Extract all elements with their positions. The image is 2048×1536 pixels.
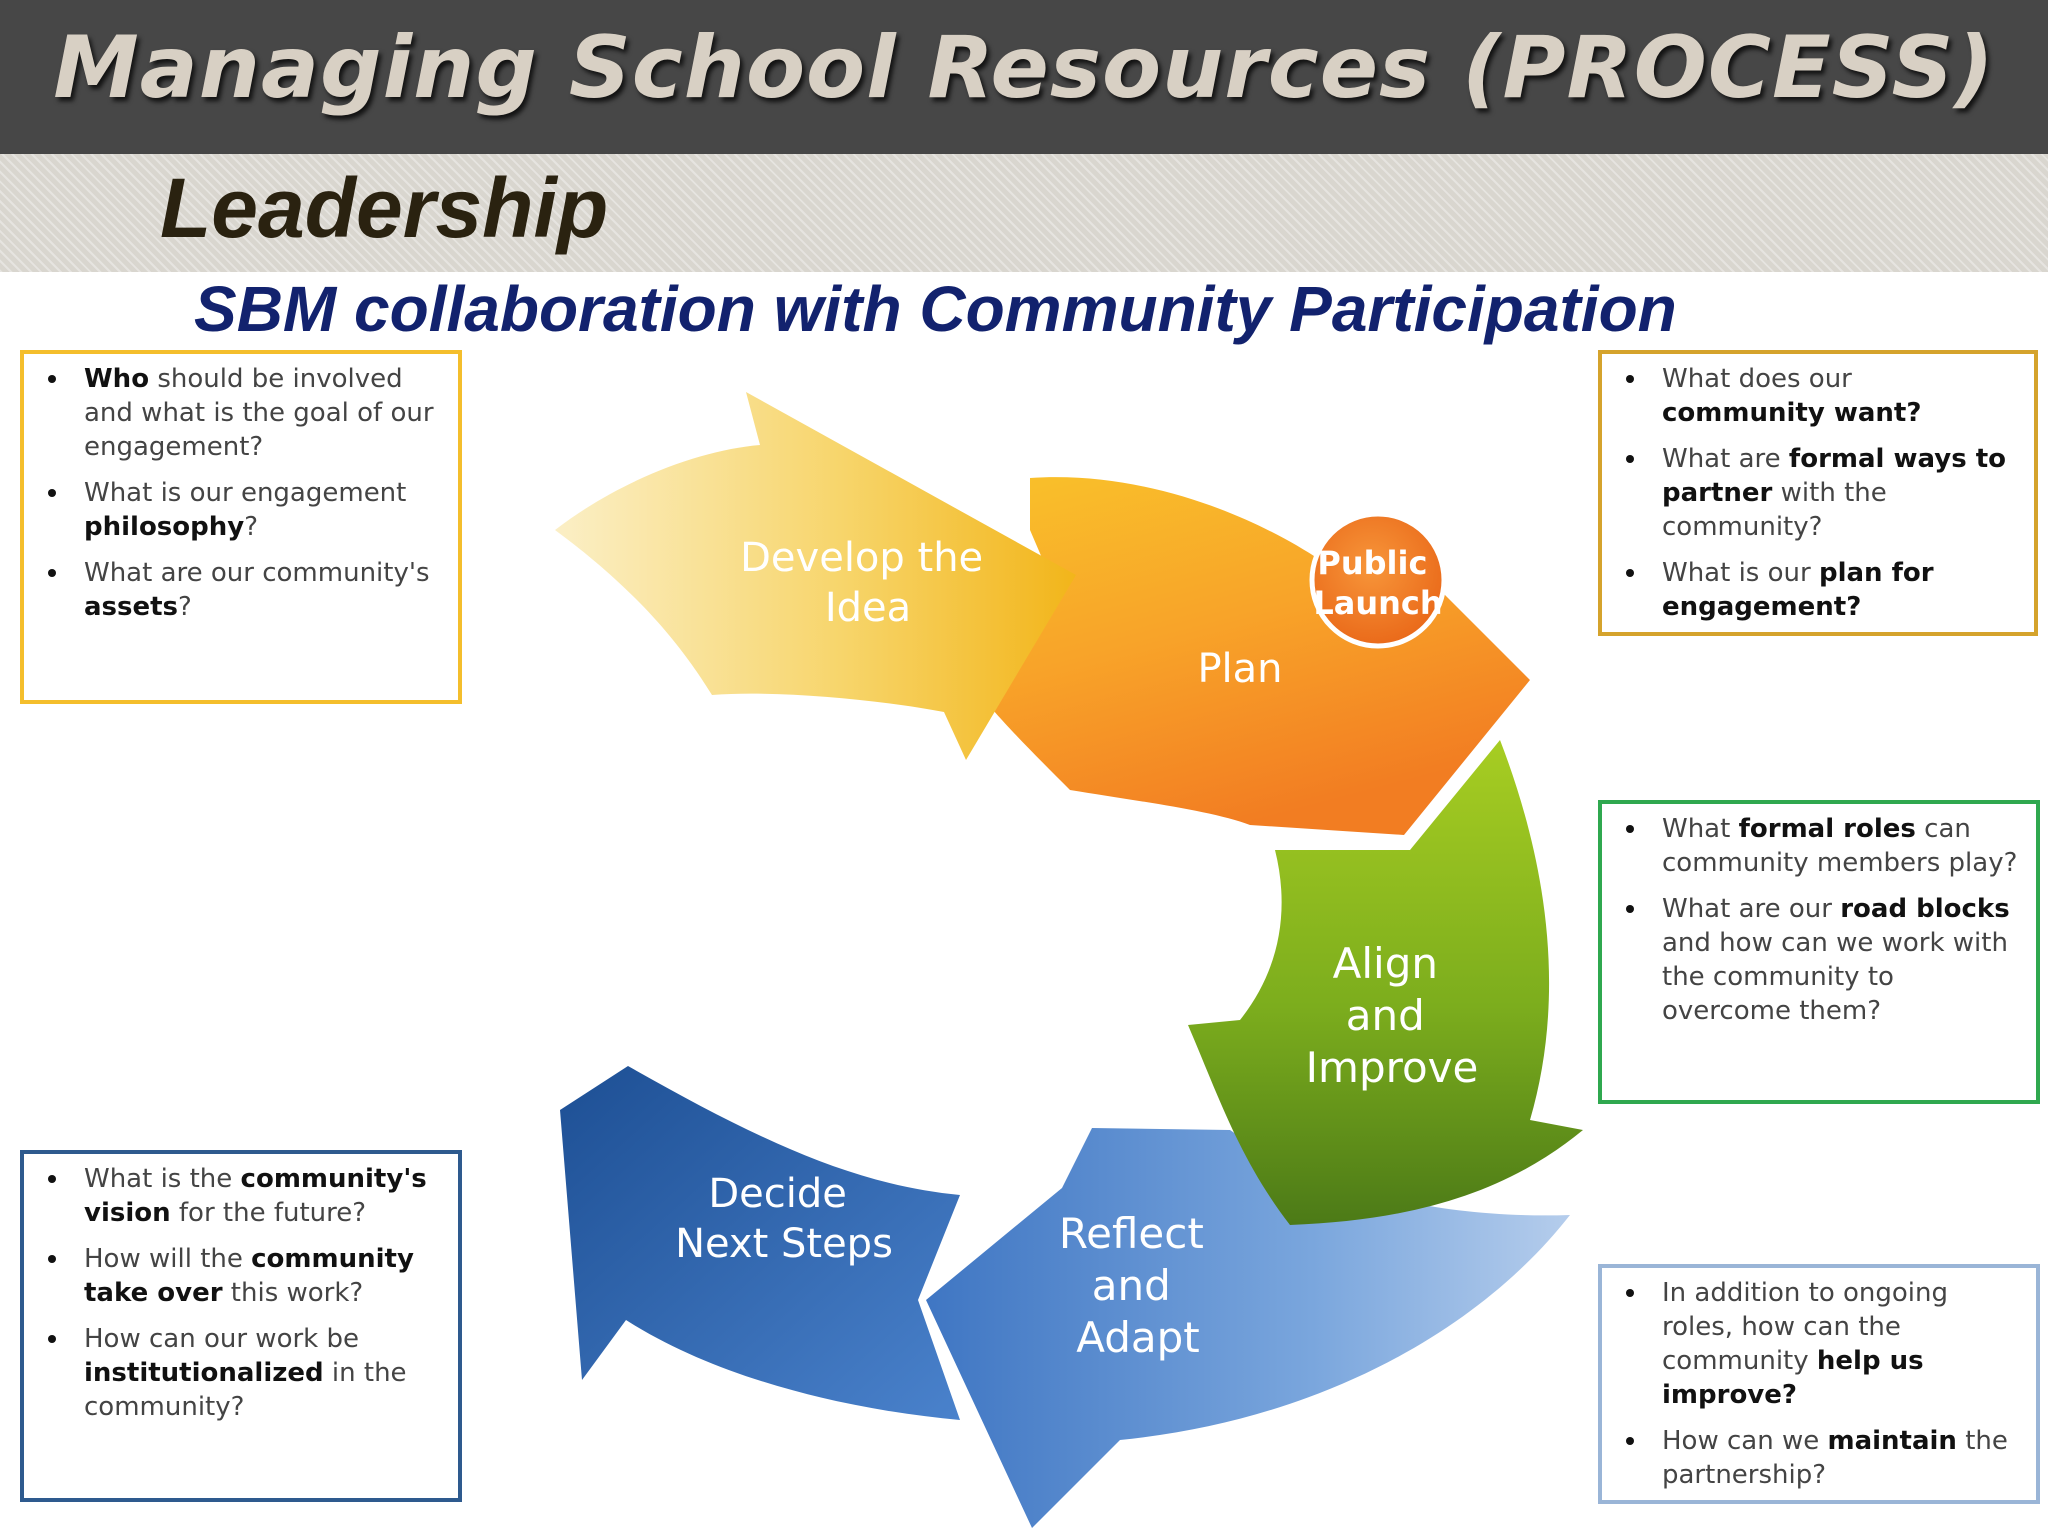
align-improve-arrow [1188,740,1583,1225]
question-item: What is the community's vision for the f… [36,1162,446,1230]
develop-questions-box: Who should be involved and what is the g… [20,350,462,704]
question-emphasis: maintain [1827,1426,1957,1456]
align-question-list: What formal roles can community members … [1614,812,2024,1028]
align-improve-label: Align and Improve [1306,939,1479,1092]
question-item: What are our community's assets? [36,556,446,624]
decide-next-steps-label: Decide Next Steps [675,1171,893,1267]
question-emphasis: road blocks [1840,894,2010,924]
question-emphasis: formal roles [1738,814,1916,844]
reflect-adapt-label: Reflect and Adapt [1059,1209,1217,1362]
question-emphasis: community want? [1662,398,1922,428]
question-item: What are our road blocks and how can we … [1614,892,2024,1028]
question-item: What is our engagement philosophy? [36,476,446,544]
develop-question-list: Who should be involved and what is the g… [36,362,446,624]
develop-idea-arrow [555,392,1076,760]
decide-question-list: What is the community's vision for the f… [36,1162,446,1424]
decide-next-steps-arrow [560,1066,960,1420]
question-item: How can our work be institutionalized in… [36,1322,446,1424]
public-launch-circle [1309,511,1447,649]
decide-questions-box: What is the community's vision for the f… [20,1150,462,1502]
question-emphasis: philosophy [84,512,245,542]
question-emphasis: community's vision [84,1164,427,1228]
question-item: What formal roles can community members … [1614,812,2024,880]
question-item: What does our community want? [1614,362,2022,430]
develop-idea-label: Develop the Idea [740,535,996,631]
slide-title: Managing School Resources (PROCESS) [53,18,1995,118]
plan-question-list: What does our community want? What are fo… [1614,362,2022,624]
question-item: In addition to ongoing roles, how can th… [1614,1276,2024,1412]
reflect-question-list: In addition to ongoing roles, how can th… [1614,1276,2024,1492]
question-emphasis: assets [84,592,179,622]
question-emphasis: institutionalized [84,1358,324,1388]
question-emphasis: help us improve? [1662,1346,1924,1410]
reflect-questions-box: In addition to ongoing roles, how can th… [1598,1264,2040,1504]
question-emphasis: Who [84,364,150,394]
slide-subtitle: SBM collaboration with Community Partici… [194,273,1677,345]
public-launch-label: Public Launch [1313,544,1442,622]
title-bar [0,0,2048,154]
section-band [0,154,2048,272]
question-item: What is our plan for engagement? [1614,556,2022,624]
question-item: How can we maintain the partnership? [1614,1424,2024,1492]
question-item: How will the community take over this wo… [36,1242,446,1310]
plan-label: Plan [1197,646,1282,692]
question-emphasis: formal ways to partner [1662,444,2007,508]
question-emphasis: plan for engagement? [1662,558,1934,622]
question-item: What are formal ways to partner with the… [1614,442,2022,544]
question-emphasis: community take over [84,1244,414,1308]
question-item: Who should be involved and what is the g… [36,362,446,464]
align-questions-box: What formal roles can community members … [1598,800,2040,1104]
plan-questions-box: What does our community want? What are fo… [1598,350,2038,636]
section-title: Leadership [160,161,609,255]
reflect-adapt-arrow [926,1128,1570,1528]
